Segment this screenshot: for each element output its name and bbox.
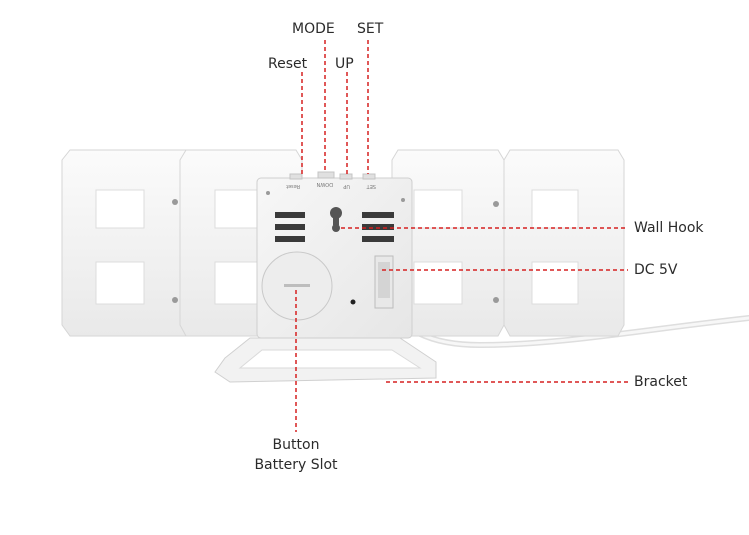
dc-plug: [374, 255, 394, 309]
label-dc: DC 5V: [634, 262, 678, 278]
back-panel: Reset DOWN UP SET: [256, 171, 413, 339]
label-up: UP: [335, 56, 354, 72]
callout-lines: [295, 40, 628, 432]
label-battery-line2: Battery Slot: [254, 457, 338, 473]
wall-hook-slot: [330, 207, 342, 232]
label-bracket: Bracket: [634, 374, 688, 390]
label-battery-line1: Button: [272, 437, 320, 453]
label-set: SET: [357, 21, 384, 37]
digit-block-3: [391, 149, 505, 337]
label-mode: MODE: [292, 21, 335, 37]
printed-reset: Reset: [286, 183, 300, 189]
printed-up: UP: [343, 183, 350, 189]
printed-set: SET: [366, 183, 376, 189]
printed-down: DOWN: [316, 181, 333, 187]
label-wall-hook: Wall Hook: [634, 220, 704, 236]
screws: [172, 199, 499, 303]
battery-cover: [261, 251, 333, 321]
digit-block-1: [61, 149, 193, 337]
bracket-stand: [214, 337, 437, 383]
digit-block-4: [503, 149, 625, 337]
label-reset: Reset: [268, 56, 308, 72]
